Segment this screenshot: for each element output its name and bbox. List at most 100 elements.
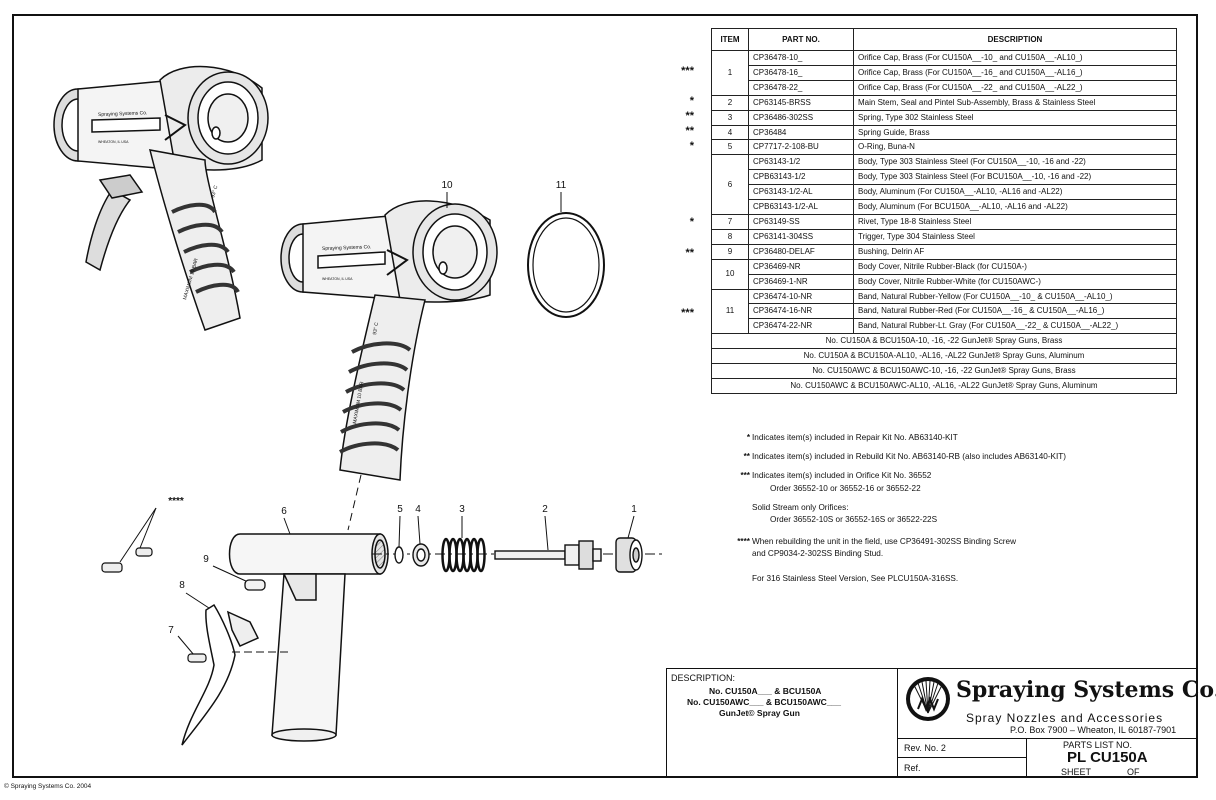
callout-2: 2: [542, 504, 548, 515]
binding-screws-illustration: [101, 547, 153, 573]
part-no-cell: CP36469-NR: [748, 258, 854, 275]
sheet-label: SHEET: [1061, 767, 1092, 777]
description-cell: Band, Natural Rubber-Red (For CU150A__-1…: [853, 303, 1177, 320]
model-row: No. CU150A & BCU150A-10, -16, -22 GunJet…: [711, 333, 1177, 350]
titleblock-ref: Ref.: [897, 757, 1027, 778]
kit-marker-item-2: *: [689, 95, 694, 107]
copyright-notice: © Spraying Systems Co. 2004: [4, 783, 92, 790]
note-solid-order: Order 36552-10S or 36552-16S or 36522-22…: [770, 515, 938, 524]
item-cell: 9: [711, 243, 749, 260]
part-no-cell: CPB63143-1/2: [748, 169, 854, 186]
model-cell: No. CU150AWC & BCU150AWC-10, -16, -22 Gu…: [711, 363, 1177, 379]
part-no-cell: CP36474-22-NR: [748, 318, 854, 335]
item-cell: 8: [711, 228, 749, 245]
drawing-sheet: [12, 14, 1198, 778]
kit-marker-item-1: ***: [681, 65, 694, 77]
titleblock-desc-line2: No. CU150AWC___ & BCU150AWC___: [687, 697, 841, 707]
part-no-cell: CP63141-304SS: [748, 228, 854, 245]
kit-marker-item-7: *: [689, 216, 694, 228]
model-row: No. CU150A & BCU150A-AL10, -AL16, -AL22 …: [711, 348, 1177, 365]
header-part-no: PART NO.: [748, 28, 854, 51]
company-name: Spraying Systems Co.®: [956, 677, 1216, 703]
gun-label-text-center: WHEATON, IL USA: [322, 277, 353, 281]
spraying-systems-logo: [906, 677, 950, 721]
leader-lines-bottom: [119, 507, 635, 656]
item-cell: 3: [711, 109, 749, 126]
band-ring-illustration: [527, 212, 605, 318]
company-address: P.O. Box 7900 – Wheaton, IL 60187-7901: [1010, 725, 1177, 735]
parts-list-label: PARTS LIST NO.: [1063, 740, 1133, 750]
note-marker: ****: [737, 537, 750, 546]
company-name-text: Spraying Systems Co.: [956, 677, 1216, 703]
o-ring-illustration: [394, 546, 404, 564]
description-cell: O-Ring, Buna-N: [853, 139, 1177, 156]
titleblock-desc-line1: No. CU150A___ & BCU150A: [709, 686, 822, 696]
note-marker: *: [746, 433, 750, 442]
leader-lines-top: [347, 192, 562, 531]
part-no-cell: CP36478-16_: [748, 64, 854, 81]
callout-1: 1: [631, 504, 637, 515]
note-marker: ***: [740, 471, 750, 480]
note-binding-screw: ****When rebuilding the unit in the fiel…: [720, 537, 1016, 546]
parts-list-number: PL CU150A: [1067, 749, 1148, 766]
titleblock-desc-line3: GunJet© Spray Gun: [719, 708, 800, 718]
titleblock-company: Spraying Systems Co.® Spray Nozzles and …: [897, 668, 1216, 739]
description-cell: Body Cover, Nitrile Rubber-White (for CU…: [853, 273, 1177, 290]
part-no-cell: CP63143-1/2-AL: [748, 184, 854, 201]
header-item: ITEM: [711, 28, 749, 51]
model-row: No. CU150AWC & BCU150AWC-10, -16, -22 Gu…: [711, 363, 1177, 379]
part-no-cell: CP36486-302SS: [748, 109, 854, 126]
spray-gun-illustration-left: [53, 65, 269, 331]
note-316-ss: For 316 Stainless Steel Version, See PLC…: [752, 574, 959, 583]
description-cell: Orifice Cap, Brass (For CU150A__-22_ and…: [853, 79, 1177, 96]
note-rebuild-kit: **Indicates item(s) included in Rebuild …: [720, 452, 1066, 461]
part-no-cell: CP36478-22_: [748, 79, 854, 96]
model-cell: No. CU150AWC & BCU150AWC-AL10, -AL16, -A…: [711, 377, 1177, 394]
part-no-cell: CP36478-10_: [748, 50, 854, 66]
body-exploded: [228, 533, 389, 742]
description-cell: Spring Guide, Brass: [853, 124, 1177, 141]
part-no-cell: CP36474-10-NR: [748, 288, 854, 305]
trigger-illustration: [181, 603, 290, 746]
spray-gun-illustration-center: [280, 200, 498, 481]
gun-label-text-left: WHEATON, IL USA: [98, 140, 129, 144]
description-cell: Body, Type 303 Stainless Steel (For CU15…: [853, 154, 1177, 171]
item-cell: 6: [711, 154, 749, 215]
callout-11: 11: [555, 180, 567, 191]
bushing-illustration: [244, 579, 266, 591]
item-cell: 1: [711, 50, 749, 96]
model-cell: No. CU150A & BCU150A-AL10, -AL16, -AL22 …: [711, 348, 1177, 365]
titleblock-description: DESCRIPTION: No. CU150A___ & BCU150A No.…: [666, 668, 898, 778]
part-no-cell: CP63145-BRSS: [748, 94, 854, 111]
gun-temp-text-left: 93° C: [210, 184, 219, 198]
callout-10: 10: [441, 180, 453, 191]
spring-guide-illustration: [412, 543, 430, 567]
model-cell: No. CU150A & BCU150A-10, -16, -22 GunJet…: [711, 333, 1177, 350]
orifice-cap-illustration: [615, 537, 643, 573]
model-row: No. CU150AWC & BCU150AWC-AL10, -AL16, -A…: [711, 377, 1177, 394]
kit-marker-item-3: **: [685, 110, 694, 122]
of-label: OF: [1127, 767, 1140, 777]
note-repair-kit: *Indicates item(s) included in Repair Ki…: [720, 433, 958, 442]
main-stem-illustration: [494, 540, 602, 570]
description-cell: Bushing, Delrin AF: [853, 243, 1177, 260]
ref-label: Ref.: [904, 763, 921, 773]
item-cell: 11: [711, 288, 749, 335]
gun-temp-text-center: 93° C: [372, 322, 380, 336]
note-text: Indicates item(s) included in Orifice Ki…: [752, 471, 932, 480]
part-no-cell: CP36484: [748, 124, 854, 141]
callout-8: 8: [179, 580, 185, 591]
note-text: Indicates item(s) included in Repair Kit…: [752, 433, 958, 442]
spring-illustration: [441, 537, 486, 573]
rivet-illustration: [187, 653, 207, 663]
part-no-cell: CP36474-16-NR: [748, 303, 854, 320]
kit-marker-item-9: **: [685, 247, 694, 259]
description-cell: Rivet, Type 18-8 Stainless Steel: [853, 213, 1177, 230]
